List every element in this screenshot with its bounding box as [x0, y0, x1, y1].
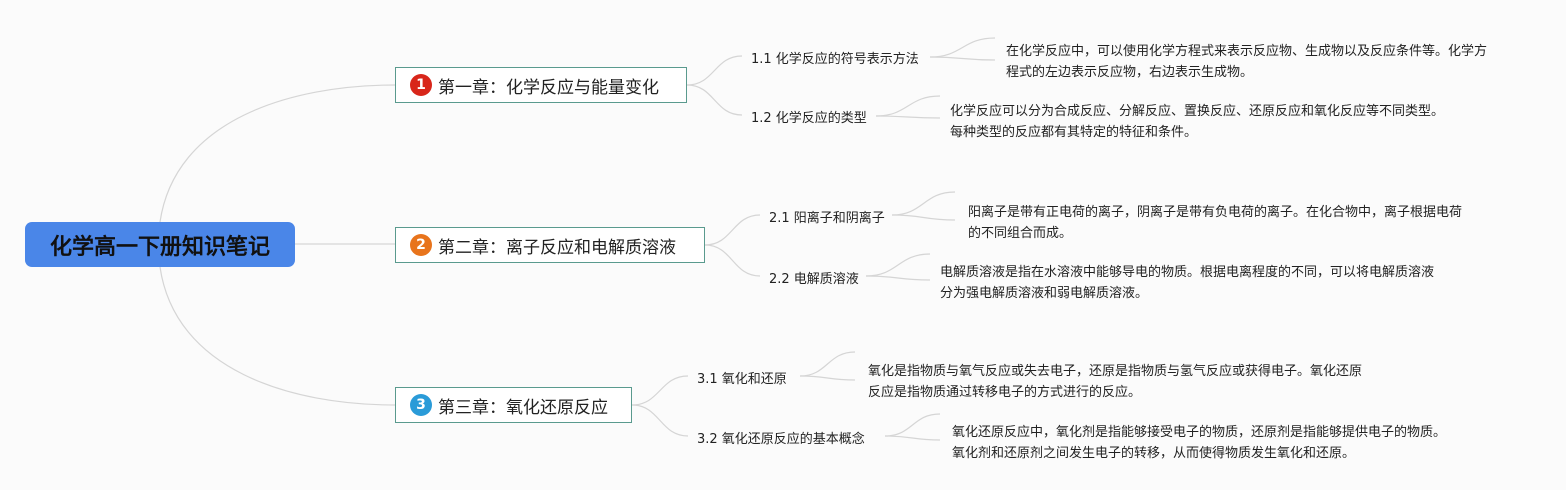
link-sec12-note-b [875, 115, 941, 119]
note-2-2[interactable]: 电解质溶液是指在水溶液中能够导电的物质。根据电离程度的不同，可以将电解质溶液分为… [940, 265, 1435, 301]
chapter-2-badge: 2 [410, 234, 432, 256]
link-root-chapter-3 [159, 266, 396, 406]
link-ch1-sec2 [686, 84, 743, 116]
note-3-1[interactable]: 氧化是指物质与氧气反应或失去电子，还原是指物质与氢气反应或获得电子。氧化还原反应… [868, 364, 1363, 400]
chapter-3-topic[interactable]: 3 第三章：氧化还原反应 [395, 387, 632, 423]
link-sec31-note [799, 351, 856, 377]
link-ch3-sec1 [631, 375, 689, 406]
chapter-2-topic[interactable]: 2 第二章：离子反应和电解质溶液 [395, 227, 705, 263]
link-sec11-note-b [929, 56, 996, 61]
section-3-1[interactable]: 3.1 氧化和还原 [697, 372, 787, 387]
link-sec32-note [884, 413, 941, 437]
note-3-2[interactable]: 氧化还原反应中，氧化剂是指能够接受电子的物质，还原剂是指能够提供电子的物质。氧化… [952, 425, 1447, 461]
chapter-1-title: 第一章：化学反应与能量变化 [438, 77, 659, 98]
section-2-1[interactable]: 2.1 阳离子和阴离子 [769, 211, 885, 226]
note-1-1[interactable]: 在化学反应中，可以使用化学方程式来表示反应物、生成物以及反应条件等。化学方程式的… [1006, 44, 1488, 80]
link-root-chapter-1 [159, 84, 396, 223]
link-sec32-note-b [884, 435, 941, 441]
chapter-1-topic[interactable]: 1 第一章：化学反应与能量变化 [395, 67, 687, 103]
note-2-1[interactable]: 阳离子是带有正电荷的离子，阴离子是带有负电荷的离子。在化合物中，离子根据电荷的不… [968, 205, 1463, 241]
link-sec12-note [875, 95, 941, 117]
link-ch2-sec1 [704, 214, 761, 246]
link-sec21-note [891, 191, 956, 216]
chapter-2-title: 第二章：离子反应和电解质溶液 [438, 237, 676, 258]
section-1-1[interactable]: 1.1 化学反应的符号表示方法 [751, 52, 919, 67]
link-sec21-note-b [891, 214, 956, 221]
link-ch2-sec2 [704, 244, 761, 277]
link-sec31-note-b [799, 375, 856, 381]
link-ch1-sec1 [686, 55, 743, 86]
section-2-2[interactable]: 2.2 电解质溶液 [769, 272, 859, 287]
link-sec22-note-b [865, 275, 931, 281]
root-title: 化学高一下册知识笔记 [49, 234, 270, 260]
chapter-3-badge: 3 [410, 394, 432, 416]
link-sec22-note [865, 253, 931, 277]
root-topic[interactable]: 化学高一下册知识笔记 [25, 222, 295, 267]
chapter-1-badge: 1 [410, 74, 432, 96]
section-3-2[interactable]: 3.2 氧化还原反应的基本概念 [697, 432, 865, 447]
link-sec11-note [929, 37, 996, 58]
link-ch3-sec2 [631, 404, 689, 437]
chapter-3-title: 第三章：氧化还原反应 [438, 397, 608, 418]
section-1-2[interactable]: 1.2 化学反应的类型 [751, 111, 867, 126]
note-1-2[interactable]: 化学反应可以分为合成反应、分解反应、置换反应、还原反应和氧化反应等不同类型。每种… [950, 104, 1445, 140]
